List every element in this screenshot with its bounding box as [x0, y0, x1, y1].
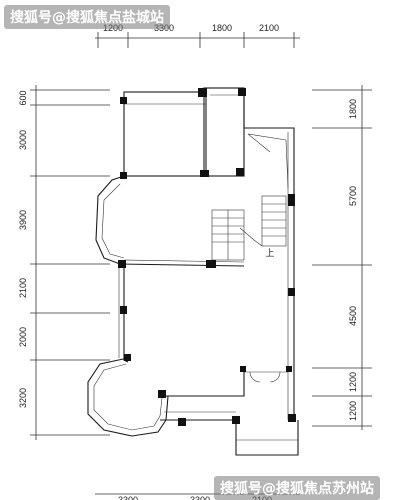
- dim-left-2: 3000: [18, 130, 28, 150]
- dim-left-4: 2100: [18, 278, 28, 298]
- dim-left-3: 3900: [18, 210, 28, 230]
- stair-up-label: 上: [265, 248, 274, 258]
- dimension-chain-right: 1800 5700 4500 1200 1200: [312, 85, 372, 430]
- watermark-top: 搜狐号@搜狐焦点盐城站: [4, 5, 170, 29]
- dim-right-2: 5700: [348, 186, 358, 206]
- dim-left-1: 600: [18, 90, 28, 105]
- dim-left-6: 3200: [18, 388, 28, 408]
- dim-right-5: 1200: [348, 401, 358, 421]
- columns: [118, 88, 296, 426]
- dim-right-1: 1800: [348, 99, 358, 119]
- dim-right-4: 1200: [348, 372, 358, 392]
- dim-top-3: 1800: [212, 23, 232, 33]
- dim-top-4: 2100: [259, 23, 279, 33]
- watermark-bottom: 搜狐号@搜狐焦点苏州站: [214, 476, 380, 500]
- dim-right-3: 4500: [348, 306, 358, 326]
- staircase: 上: [211, 195, 287, 261]
- dim-left-5: 2000: [18, 327, 28, 347]
- dim-bottom-1: 3300: [118, 495, 138, 500]
- walls: [87, 87, 299, 456]
- dim-bottom-2: 3300: [190, 495, 210, 500]
- dimension-chain-left: 600 3000 3900 2100 2000 3200: [18, 85, 110, 440]
